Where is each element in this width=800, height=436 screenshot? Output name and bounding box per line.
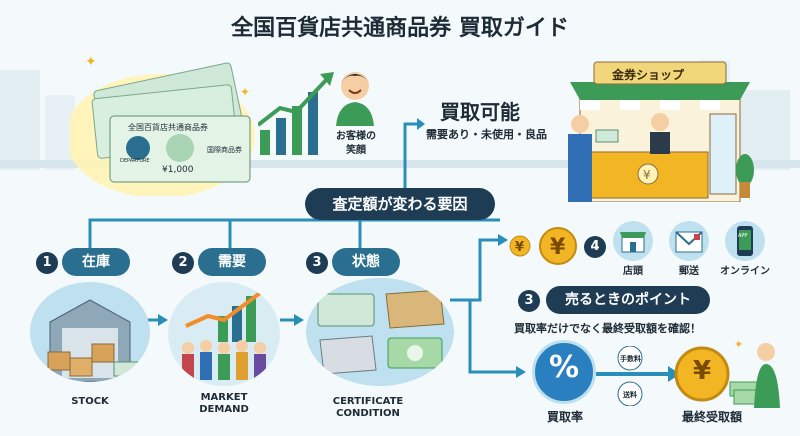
fee-deduction-arrows bbox=[596, 346, 680, 406]
warehouse-icon bbox=[47, 299, 143, 382]
svg-text:✦: ✦ bbox=[85, 56, 97, 70]
tips-number: 3 bbox=[518, 290, 540, 312]
channel-mail-label: 郵送 bbox=[679, 266, 699, 277]
tips-title: 売るときのポイント bbox=[546, 286, 710, 314]
certificate-condition-circle bbox=[306, 278, 454, 386]
buyback-conditions: 需要あり・未使用・良品 bbox=[426, 128, 547, 141]
factor-2-caption: MARKET DEMAND bbox=[199, 392, 249, 415]
arrow-to-buyback bbox=[403, 118, 425, 210]
final-amount-illustration: ✦ bbox=[674, 338, 780, 408]
crowd-with-chart-icon bbox=[182, 288, 266, 380]
svg-text:✦: ✦ bbox=[734, 338, 743, 351]
factor-1-number: 1 bbox=[36, 252, 58, 274]
voucher-brand: DEPARTURE bbox=[120, 158, 150, 164]
percent-icon: % bbox=[548, 350, 580, 385]
voucher-top-text: 全国百貨店共通商品券 bbox=[128, 123, 208, 132]
channel-store-label: 店頭 bbox=[623, 266, 643, 277]
rate-label: 買取率 bbox=[546, 410, 583, 424]
page-title: 全国百貨店共通商品券 買取ガイド bbox=[231, 16, 569, 41]
voucher-stack-illustration: ✦ ✦ bbox=[70, 56, 255, 196]
factor-1-label: 在庫 bbox=[62, 248, 130, 276]
phone-app-text: APP bbox=[738, 233, 748, 239]
fee-label: 手数料 bbox=[620, 355, 641, 363]
smiling-customer-icon bbox=[336, 72, 374, 126]
factors-pill: 査定額が変わる要因 bbox=[305, 188, 495, 220]
storefront-icon bbox=[613, 221, 653, 261]
shop-sign-text: 金券ショップ bbox=[612, 68, 685, 82]
svg-text:✦: ✦ bbox=[240, 85, 250, 99]
factor-3-number: 3 bbox=[306, 252, 328, 274]
voucher-amount: ¥1,000 bbox=[162, 165, 194, 175]
channels-number: 4 bbox=[584, 236, 606, 258]
voucher-right-text: 国際商品券 bbox=[207, 146, 242, 154]
customer-smile-label: お客様の 笑顔 bbox=[336, 131, 376, 156]
svg-text:¥: ¥ bbox=[515, 240, 524, 255]
final-yen-symbol: ¥ bbox=[692, 356, 712, 386]
voucher-shop-illustration: ¥ bbox=[568, 61, 754, 202]
buyback-rate-circle bbox=[532, 340, 596, 404]
market-demand-circle bbox=[168, 282, 280, 386]
yen-coins-icon: ¥ ¥ bbox=[509, 227, 577, 265]
svg-text:¥: ¥ bbox=[643, 168, 651, 182]
factor-2-label: 需要 bbox=[198, 248, 266, 276]
factor-3-label: 状態 bbox=[332, 248, 400, 276]
stock-warehouse-circle bbox=[30, 282, 150, 382]
growth-chart-icon bbox=[258, 72, 334, 155]
factor-1-caption: STOCK bbox=[71, 396, 109, 407]
svg-text:¥: ¥ bbox=[550, 235, 566, 260]
mail-icon bbox=[669, 221, 709, 261]
tips-subtitle: 買取率だけでなく最終受取額を確認！ bbox=[514, 322, 701, 335]
channel-online-label: オンライン bbox=[720, 266, 770, 277]
smartphone-icon bbox=[725, 221, 765, 261]
voucher-condition-icon bbox=[317, 289, 445, 375]
final-amount-label: 最終受取額 bbox=[681, 410, 742, 424]
shipping-label: 送料 bbox=[623, 391, 637, 399]
factor-2-number: 2 bbox=[172, 252, 194, 274]
factor-3-caption: CERTIFICATE CONDITION bbox=[332, 396, 404, 419]
buyback-title: 買取可能 bbox=[440, 100, 520, 124]
